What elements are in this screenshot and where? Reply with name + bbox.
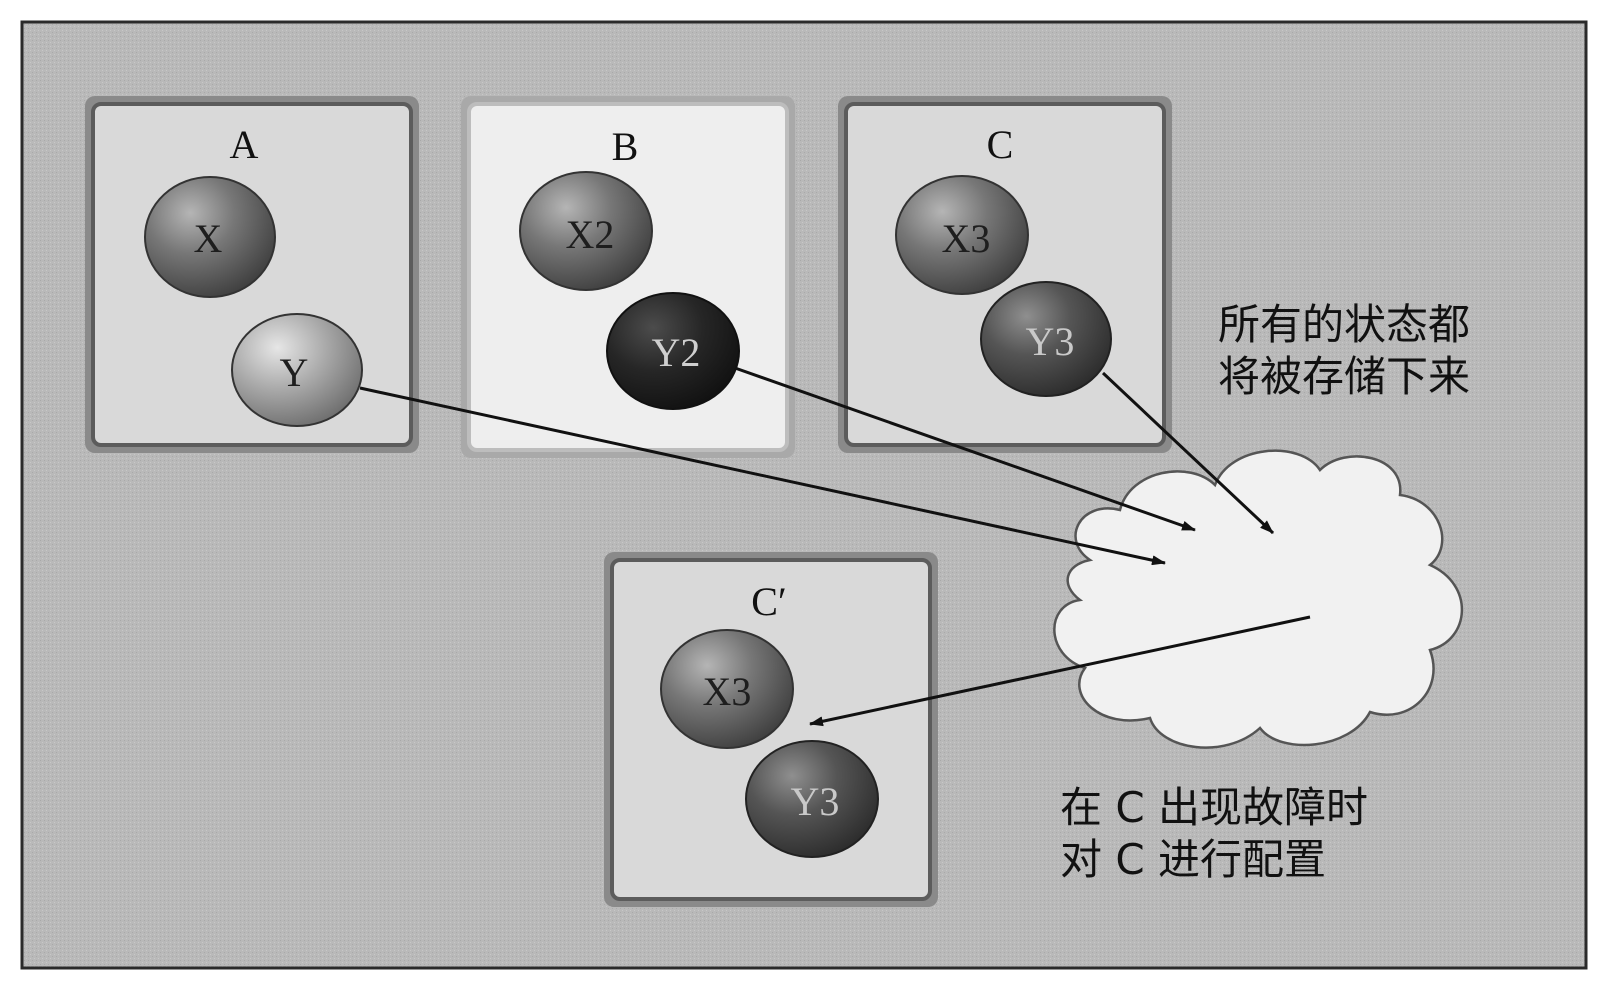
ball-x3-prime: X3 bbox=[660, 629, 794, 749]
ball-x3: X3 bbox=[895, 175, 1029, 295]
note-bottom-line-2: 对 C 进行配置 bbox=[1060, 835, 1326, 884]
arrows bbox=[359, 366, 1311, 727]
ball-y2: Y2 bbox=[606, 292, 740, 410]
box-label-c: C bbox=[987, 122, 1014, 167]
ball-label-x2: X2 bbox=[566, 212, 615, 257]
box-label-b: B bbox=[612, 124, 639, 169]
ball-label-y3: Y3 bbox=[1026, 319, 1075, 364]
box-label-a: A bbox=[230, 122, 259, 167]
ball-y: Y bbox=[231, 313, 363, 427]
box-label-c-prime: C′ bbox=[751, 579, 786, 624]
ball-label-y: Y bbox=[280, 350, 309, 395]
node-box-b: B X2 Y2 bbox=[461, 96, 795, 458]
note-state-stored: 所有的状态都 将被存储下来 bbox=[1218, 300, 1470, 401]
ball-label-y2: Y2 bbox=[652, 330, 701, 375]
arrow-cloud-to-c-prime bbox=[809, 615, 1311, 727]
ball-label-x3-prime: X3 bbox=[703, 669, 752, 714]
node-box-c: C X3 Y3 bbox=[838, 96, 1172, 453]
ball-label-x3: X3 bbox=[942, 216, 991, 261]
arrow-y3-to-cloud bbox=[1101, 371, 1275, 535]
storage-cloud bbox=[1053, 449, 1464, 749]
note-top-line-1: 所有的状态都 bbox=[1218, 300, 1470, 349]
ball-y3-prime: Y3 bbox=[745, 740, 879, 858]
note-top-line-2: 将被存储下来 bbox=[1218, 352, 1470, 401]
ball-x: X bbox=[144, 176, 276, 298]
note-bottom-line-1: 在 C 出现故障时 bbox=[1060, 783, 1368, 832]
ball-x2: X2 bbox=[519, 171, 653, 291]
ball-y3: Y3 bbox=[980, 281, 1112, 397]
ball-label-x: X bbox=[194, 216, 223, 261]
arrow-y2-to-cloud bbox=[734, 366, 1196, 532]
node-box-c-prime: C′ X3 Y3 bbox=[604, 552, 938, 907]
note-reconfigure: 在 C 出现故障时 对 C 进行配置 bbox=[1060, 783, 1368, 884]
ball-label-y3-prime: Y3 bbox=[791, 779, 840, 824]
node-box-a: A X Y bbox=[85, 96, 419, 453]
arrow-y-to-cloud bbox=[359, 386, 1166, 566]
